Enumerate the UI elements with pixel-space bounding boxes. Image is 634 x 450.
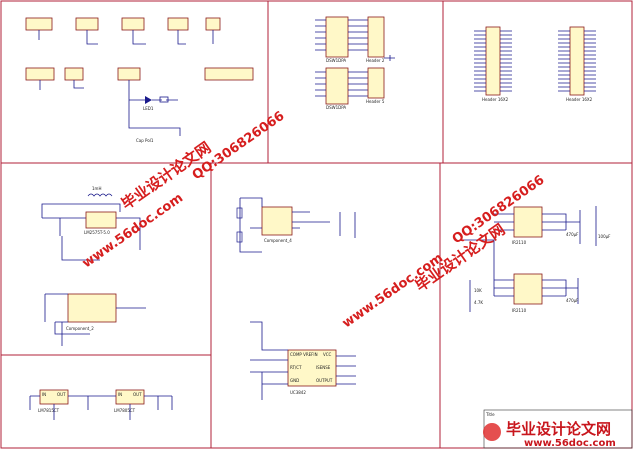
header-b-label: Header 5	[366, 99, 385, 104]
inductor-label: 1mH	[92, 186, 101, 191]
driver-1-label: IR2110	[512, 240, 527, 245]
inductor-coil	[87, 193, 113, 197]
pin-out-1: OUT	[57, 392, 66, 397]
regulator-top-label: LM2575T-5.0	[84, 230, 110, 235]
pin-vcc: VCC	[323, 352, 332, 357]
led-wires	[39, 80, 181, 136]
cap-2-label: 470μF	[566, 298, 579, 303]
led-diode	[145, 96, 152, 104]
pin-comp-vrefin: COMP VREFIN	[290, 352, 318, 357]
watermark-left: www.56doc.com 毕业设计论文网 QQ:306826066	[80, 109, 288, 272]
pwm-label: UC3842	[290, 390, 306, 395]
header-right	[569, 26, 585, 96]
header-left	[485, 26, 501, 96]
comp2-label: Component_2	[66, 326, 94, 331]
dip-switch-wires	[315, 19, 368, 97]
pin-gnd: GND	[290, 378, 299, 383]
driver-ic-1	[513, 206, 543, 238]
connector-wires	[38, 30, 214, 45]
res-1-label: 10K	[474, 288, 482, 293]
comparator-label: Component_4	[264, 238, 292, 243]
driver-section: IR2110 IR2110 470μF 470μF 100μF 10K 4.7K	[460, 206, 611, 313]
connector-j1	[25, 17, 53, 31]
pin-in-2: IN	[118, 392, 122, 397]
header-a-label: Header 2	[366, 58, 385, 63]
connector-j7	[64, 67, 84, 81]
regulator-ic-top	[85, 211, 117, 229]
pwm-ic	[287, 349, 337, 387]
header-16x2-group: Header 16X2 Header 16X2	[474, 26, 596, 102]
regulator-7805-label: LM7805CT	[114, 408, 136, 413]
regulator-wires	[41, 203, 141, 261]
cap-1-label: 470μF	[566, 232, 579, 237]
led-label: LED1	[143, 106, 154, 111]
connector-j3	[121, 17, 145, 31]
connector-j5	[205, 17, 221, 31]
comp2-wires	[44, 293, 146, 346]
comparator-wires	[239, 197, 356, 253]
pin-rt: RT/CT	[290, 365, 302, 370]
dip-switch-group: DSW1DPA DSW1DPA Header 2 Header 5	[315, 16, 395, 110]
dip-switch-2-label: DSW1DPA	[326, 105, 346, 110]
led-resistor	[159, 96, 169, 103]
logo-emblem-icon	[483, 423, 501, 441]
regulator-section: 1mH LM2575T-5.0 Component_2 IN OUT IN OU…	[29, 186, 173, 420]
site-logo: 毕业设计论文网 www.56doc.com	[483, 420, 616, 449]
header-left-label: Header 16X2	[482, 97, 509, 102]
connector-j2	[75, 17, 99, 31]
driver-ic-2	[513, 273, 543, 305]
linear-regulator-wires	[29, 395, 173, 420]
cap-pol-label: Cap Pol1	[136, 138, 154, 143]
header-a-wire	[384, 55, 395, 61]
res-2-label: 4.7K	[474, 300, 483, 305]
comp2-ic	[67, 293, 117, 323]
connector-j9	[204, 67, 254, 81]
pin-output: OUTPUT	[316, 378, 333, 383]
comparator-res-2	[236, 231, 243, 243]
connector-j6	[25, 67, 55, 81]
logo-name: 毕业设计论文网	[506, 420, 611, 438]
comparator-section: Component_4 COMP VREFIN RT/CT GND VCC IS…	[236, 197, 356, 400]
regulator-7815-label: LM7815CT	[38, 408, 60, 413]
comparator-ic	[261, 206, 293, 236]
pin-out-2: OUT	[133, 392, 142, 397]
header-b	[367, 67, 385, 99]
connector-j8	[117, 67, 141, 81]
driver-wires	[460, 206, 597, 312]
title-block-label: Title	[485, 412, 495, 417]
header-a	[367, 16, 385, 58]
comparator-res-1	[236, 207, 243, 219]
dip-switch-1	[325, 16, 349, 58]
connector-group-top-left: LED1 Cap Pol1	[25, 17, 254, 143]
header-right-label: Header 16X2	[566, 97, 593, 102]
cap-3-label: 100μF	[598, 234, 611, 239]
header-16x2-wires	[474, 30, 596, 92]
logo-url: www.56doc.com	[524, 438, 616, 449]
driver-2-label: IR2110	[512, 308, 527, 313]
watermark-site-2: www.56doc.com	[340, 251, 446, 332]
dip-switch-1-label: DSW1DPA	[326, 58, 346, 63]
pin-in-1: IN	[42, 392, 46, 397]
pin-isense: ISENSE	[316, 365, 331, 370]
connector-j4	[167, 17, 189, 31]
pwm-wires	[250, 321, 356, 400]
dip-switch-2	[325, 67, 349, 105]
